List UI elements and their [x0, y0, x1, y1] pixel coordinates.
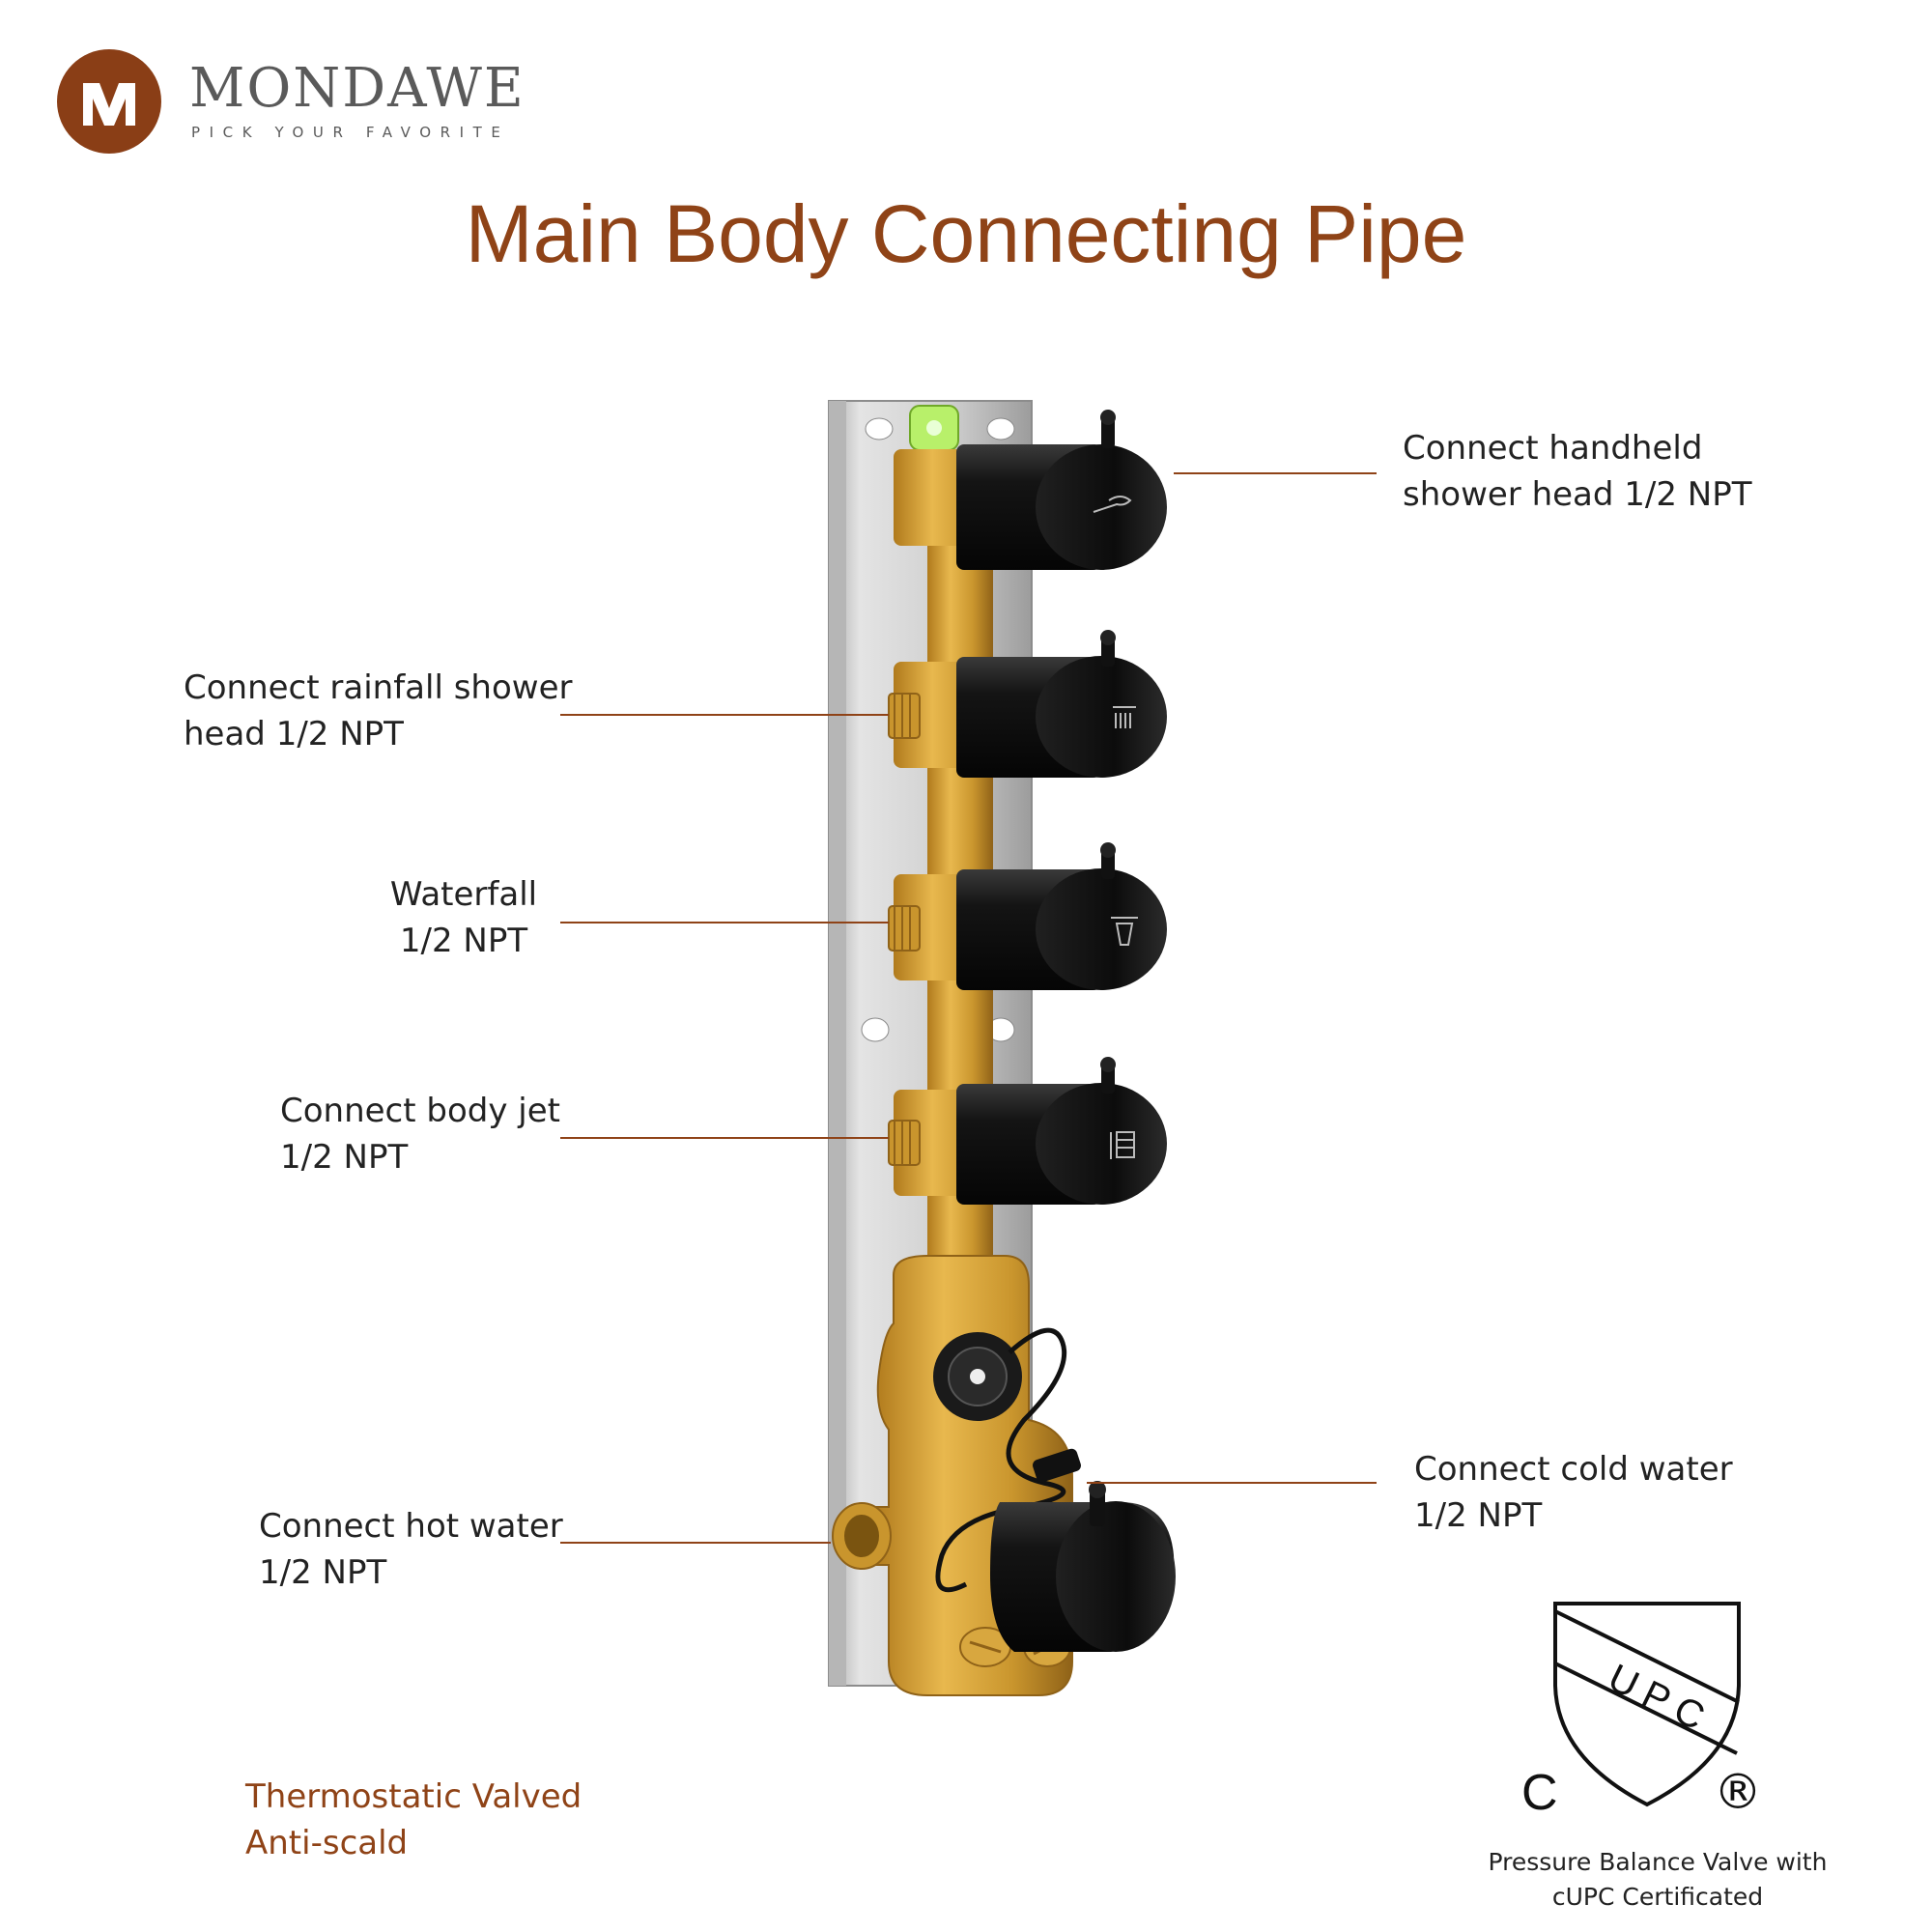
feature-notes: Thermostatic Valved Anti-scald: [245, 1774, 582, 1866]
leader-lines: [560, 472, 1377, 1544]
callout-handheld-line1: Connect handheld: [1403, 429, 1703, 468]
cupc-prefix: C: [1521, 1765, 1558, 1821]
body-jet-icon: [1110, 1131, 1135, 1159]
handheld-shower-handle: [956, 410, 1167, 570]
callout-handheld-line2: shower head 1/2 NPT: [1403, 475, 1752, 514]
callout-rainfall-line1: Connect rainfall shower: [184, 668, 573, 707]
rain-shower-icon: [1113, 706, 1136, 728]
callout-cold-water-line2: 1/2 NPT: [1414, 1496, 1543, 1535]
callout-waterfall: Waterfall 1/2 NPT: [367, 871, 560, 964]
certification-caption-line2: cUPC Certificated: [1551, 1883, 1764, 1911]
callout-handheld: Connect handheld shower head 1/2 NPT: [1403, 425, 1752, 518]
page-title: Main Body Connecting Pipe: [465, 188, 1467, 279]
waterfall-icon: [1111, 917, 1138, 946]
certification-caption: Pressure Balance Valve with cUPC Certifi…: [1435, 1845, 1880, 1915]
body-jet-handle: [956, 1057, 1167, 1205]
feature-thermostatic: Thermostatic Valved: [245, 1777, 582, 1816]
certification-caption-line1: Pressure Balance Valve with: [1488, 1848, 1828, 1876]
brand-tagline: PICK YOUR FAVORITE: [191, 124, 510, 141]
callout-cold-water: Connect cold water 1/2 NPT: [1414, 1446, 1733, 1539]
registered-mark-icon: ®: [1714, 1764, 1762, 1820]
handheld-shower-icon: [1093, 496, 1132, 513]
callout-rainfall-line2: head 1/2 NPT: [184, 715, 404, 753]
upc-shield-icon: UPC: [1553, 1602, 1741, 1807]
callout-body-jet: Connect body jet 1/2 NPT: [280, 1088, 560, 1180]
hot-water-inlet: [832, 1502, 892, 1570]
callout-body-jet-line2: 1/2 NPT: [280, 1138, 409, 1177]
callout-hot-water-line2: 1/2 NPT: [259, 1553, 387, 1592]
callout-waterfall-line1: Waterfall: [389, 875, 538, 914]
thermostat-handle: [990, 1481, 1176, 1652]
brand-name: MONDAWE: [189, 57, 526, 120]
callout-hot-water-line1: Connect hot water: [259, 1507, 563, 1546]
callout-waterfall-line2: 1/2 NPT: [399, 922, 528, 960]
body-jet-outlet: [888, 1120, 921, 1166]
rainfall-outlet: [888, 693, 921, 739]
waterfall-handle: [956, 842, 1167, 990]
callout-rainfall: Connect rainfall shower head 1/2 NPT: [184, 665, 572, 757]
rain-shower-handle: [956, 630, 1167, 778]
feature-anti-scald: Anti-scald: [245, 1824, 409, 1862]
callout-cold-water-line1: Connect cold water: [1414, 1450, 1733, 1489]
callout-body-jet-line1: Connect body jet: [280, 1092, 560, 1130]
sensor-cable: [935, 1327, 1067, 1593]
waterfall-outlet: [888, 905, 921, 952]
callout-hot-water: Connect hot water 1/2 NPT: [259, 1503, 563, 1596]
brand-logo: [57, 49, 161, 154]
